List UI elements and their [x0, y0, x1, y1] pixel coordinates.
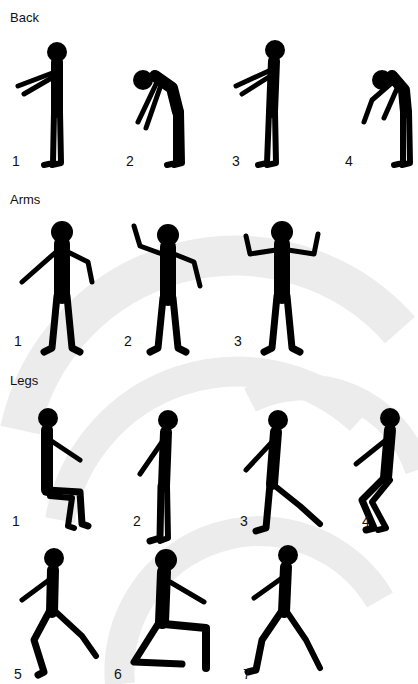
posture-number: 1 — [14, 333, 22, 349]
stick-figure — [38, 408, 88, 528]
section-heading: Legs — [10, 373, 38, 389]
posture-number: 2 — [133, 513, 141, 529]
posture-number: 7 — [243, 666, 251, 682]
section-heading: Back — [10, 10, 39, 26]
posture-number: 1 — [12, 153, 20, 169]
stick-figure — [134, 549, 206, 668]
stick-figure — [22, 221, 92, 352]
stick-figure — [246, 221, 318, 352]
section-heading: Arms — [10, 192, 40, 208]
stick-figure — [134, 224, 200, 352]
watermark-logo — [20, 256, 418, 684]
posture-number: 6 — [114, 666, 122, 682]
posture-number: 3 — [232, 153, 240, 169]
posture-number: 4 — [345, 153, 353, 169]
posture-number: 1 — [12, 513, 20, 529]
stick-figure — [356, 408, 400, 530]
stick-figure — [236, 40, 285, 165]
stick-figure — [246, 410, 320, 531]
stick-figure — [18, 42, 67, 165]
stick-figure — [22, 548, 96, 675]
posture-number: 4 — [362, 513, 370, 529]
posture-number: 2 — [126, 153, 134, 169]
posture-number: 3 — [240, 513, 248, 529]
stick-figure — [133, 70, 182, 165]
posture-number: 5 — [14, 666, 22, 682]
stick-figure — [364, 70, 410, 165]
stick-figure — [248, 545, 320, 672]
stick-figure — [140, 410, 178, 541]
posture-number: 2 — [124, 333, 132, 349]
posture-number: 3 — [234, 333, 242, 349]
